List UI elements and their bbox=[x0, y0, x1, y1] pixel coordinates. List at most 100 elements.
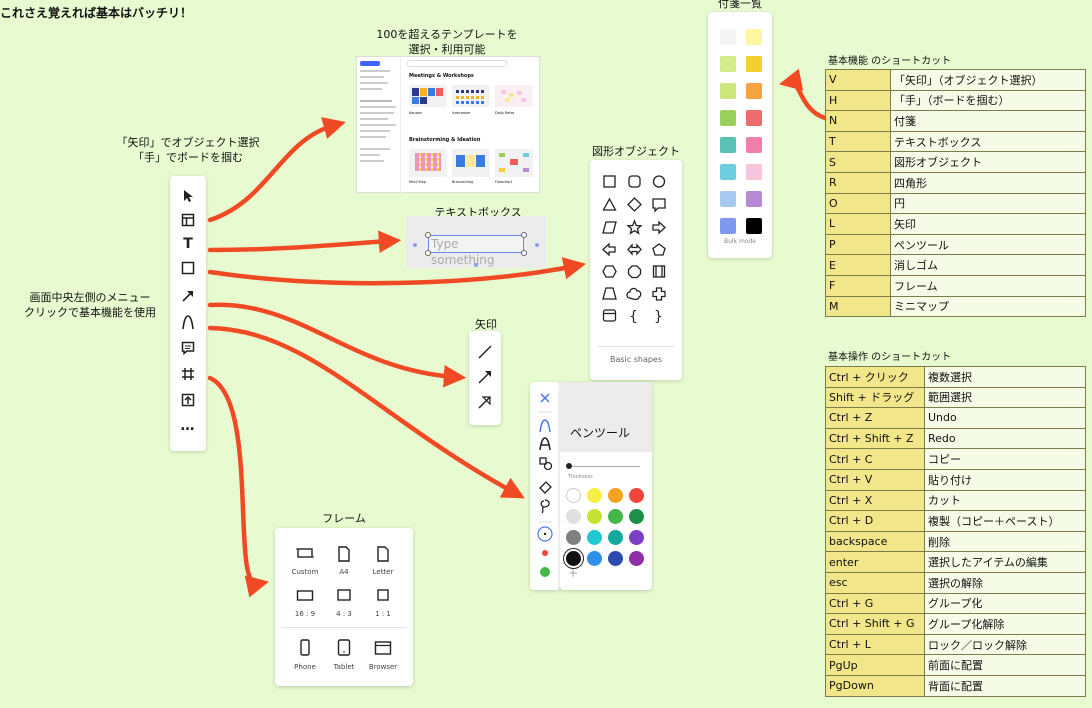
shapes-footer[interactable]: Basic shapes bbox=[609, 355, 663, 364]
page-heading: これさえ覚えれば基本はバッチリ！ bbox=[0, 6, 193, 20]
template-caption: 100を超えるテンプレートを 選択・利用可能 bbox=[345, 27, 549, 57]
sticky-color-swatch[interactable] bbox=[720, 137, 736, 153]
template-card-5 bbox=[452, 149, 490, 177]
sticky-color-swatch[interactable] bbox=[746, 110, 762, 126]
shortcut-key: V bbox=[825, 69, 891, 91]
pen-color-swatch[interactable] bbox=[629, 551, 644, 566]
connector-dot-bottom[interactable] bbox=[474, 263, 478, 267]
shortcut-description: グループ化解除 bbox=[924, 613, 1086, 635]
frame-16-9[interactable]: 16 : 9 bbox=[285, 588, 325, 618]
pen-color-swatch[interactable] bbox=[566, 530, 581, 545]
template-card-6 bbox=[495, 149, 533, 177]
pen-color-swatch[interactable] bbox=[608, 488, 623, 503]
frame-tablet[interactable]: Tablet bbox=[324, 639, 364, 671]
connector-dot-right[interactable] bbox=[535, 243, 539, 247]
shortcut-description: コピー bbox=[924, 448, 1086, 470]
arrow-to-arrow-panel bbox=[207, 302, 467, 388]
thickness-slider[interactable] bbox=[568, 466, 640, 467]
pen-icon[interactable] bbox=[178, 312, 198, 332]
template-icon[interactable] bbox=[178, 210, 198, 230]
pen-color-swatch[interactable] bbox=[608, 509, 623, 524]
shortcut-description: カット bbox=[924, 489, 1086, 512]
frame-tablet-label: Tablet bbox=[333, 663, 355, 671]
resize-handle-tr[interactable] bbox=[521, 232, 527, 238]
predefined-process-shape-icon bbox=[652, 265, 666, 278]
shortcut-key: L bbox=[825, 213, 891, 235]
frame-4-3[interactable]: 4 : 3 bbox=[324, 588, 364, 618]
add-color-icon[interactable]: + bbox=[568, 566, 579, 580]
sticky-color-swatch[interactable] bbox=[746, 191, 762, 207]
comment-icon[interactable] bbox=[178, 338, 198, 358]
pen-color-swatch[interactable] bbox=[566, 488, 581, 503]
resize-handle-tl[interactable] bbox=[425, 232, 431, 238]
template-section1-title: Meetings & Workshops bbox=[409, 73, 474, 79]
frame-1-1[interactable]: 1 : 1 bbox=[363, 588, 403, 618]
text-icon[interactable]: T bbox=[183, 236, 193, 252]
more-icon[interactable]: … bbox=[180, 418, 196, 434]
shortcut-row: Shift + ドラッグ範囲選択 bbox=[825, 386, 1086, 409]
phone-frame-icon bbox=[300, 639, 310, 656]
pen-color-swatch[interactable] bbox=[566, 509, 581, 524]
pen-color-swatch[interactable] bbox=[629, 488, 644, 503]
shortcut-key: H bbox=[825, 89, 891, 112]
frame-browser-label: Browser bbox=[368, 663, 398, 671]
thickness-slider-knob[interactable] bbox=[566, 463, 572, 469]
cursor-icon[interactable] bbox=[178, 186, 198, 206]
pen-color-swatch[interactable] bbox=[608, 551, 623, 566]
pen-color-swatch[interactable] bbox=[587, 509, 602, 524]
shortcut-key: S bbox=[825, 151, 891, 173]
op-shortcuts-title: 基本操作 のショートカット bbox=[828, 352, 952, 363]
sticky-color-swatch[interactable] bbox=[720, 191, 736, 207]
shortcut-description: 「手」（ボードを掴む） bbox=[890, 89, 1086, 112]
trapezoid-shape-icon bbox=[602, 287, 617, 300]
shapes-panel: { } Basic shapes bbox=[590, 160, 682, 380]
cross-shape-icon bbox=[652, 287, 666, 301]
textbox-input[interactable]: Type something bbox=[428, 235, 524, 267]
sticky-color-swatch[interactable] bbox=[720, 164, 736, 180]
frame-browser[interactable]: Browser bbox=[363, 639, 403, 671]
frame-a4[interactable]: A4 bbox=[324, 546, 364, 576]
sticky-color-swatch[interactable] bbox=[746, 56, 762, 72]
shortcut-description: 矢印 bbox=[890, 213, 1086, 235]
connector-dot-left[interactable] bbox=[413, 243, 417, 247]
shortcut-key: O bbox=[825, 192, 891, 215]
color-red-icon bbox=[542, 550, 548, 556]
sticky-color-swatch[interactable] bbox=[746, 29, 762, 45]
frame-custom[interactable]: Custom bbox=[285, 546, 325, 576]
sticky-color-swatch[interactable] bbox=[720, 56, 736, 72]
pen-color-swatch[interactable] bbox=[587, 551, 602, 566]
sticky-color-swatch[interactable] bbox=[720, 218, 736, 234]
sticky-footer[interactable]: Bulk mode bbox=[724, 238, 756, 245]
sticky-color-swatch[interactable] bbox=[746, 83, 762, 99]
sticky-color-swatch[interactable] bbox=[720, 29, 736, 45]
shortcut-key: esc bbox=[825, 571, 925, 594]
pen-color-swatch[interactable] bbox=[629, 509, 644, 524]
sticky-color-swatch[interactable] bbox=[746, 137, 762, 153]
pen-color-swatch[interactable] bbox=[587, 530, 602, 545]
pen-color-swatch[interactable] bbox=[566, 551, 581, 566]
pen-color-swatch[interactable] bbox=[629, 530, 644, 545]
template-section2-title: Brainstorming & Ideation bbox=[409, 137, 481, 143]
tool-select-caption-line2: 「手」でボードを掴む bbox=[133, 151, 243, 164]
shortcut-description: 選択したアイテムの編集 bbox=[924, 551, 1086, 573]
frame-icon[interactable] bbox=[178, 364, 198, 384]
pen-color-swatch[interactable] bbox=[608, 530, 623, 545]
sticky-color-swatch[interactable] bbox=[746, 218, 762, 234]
pen-color-swatch[interactable] bbox=[587, 488, 602, 503]
frame-phone[interactable]: Phone bbox=[285, 639, 325, 671]
template-search-field bbox=[407, 60, 507, 67]
menu-caption-line1: 画面中央左側のメニュー bbox=[29, 291, 151, 304]
resize-handle-br[interactable] bbox=[521, 250, 527, 256]
frame-letter[interactable]: Letter bbox=[363, 546, 403, 576]
sticky-color-swatch[interactable] bbox=[746, 164, 762, 180]
sticky-color-swatch[interactable] bbox=[720, 83, 736, 99]
line-arrow-icon[interactable] bbox=[178, 286, 198, 306]
shortcut-description: 前面に配置 bbox=[924, 654, 1086, 676]
rounded-rectangle-shape-icon bbox=[628, 175, 641, 188]
resize-handle-bl[interactable] bbox=[425, 250, 431, 256]
square-shape-icon[interactable] bbox=[178, 258, 198, 278]
upload-icon[interactable] bbox=[178, 390, 198, 410]
sticky-color-swatch[interactable] bbox=[720, 110, 736, 126]
